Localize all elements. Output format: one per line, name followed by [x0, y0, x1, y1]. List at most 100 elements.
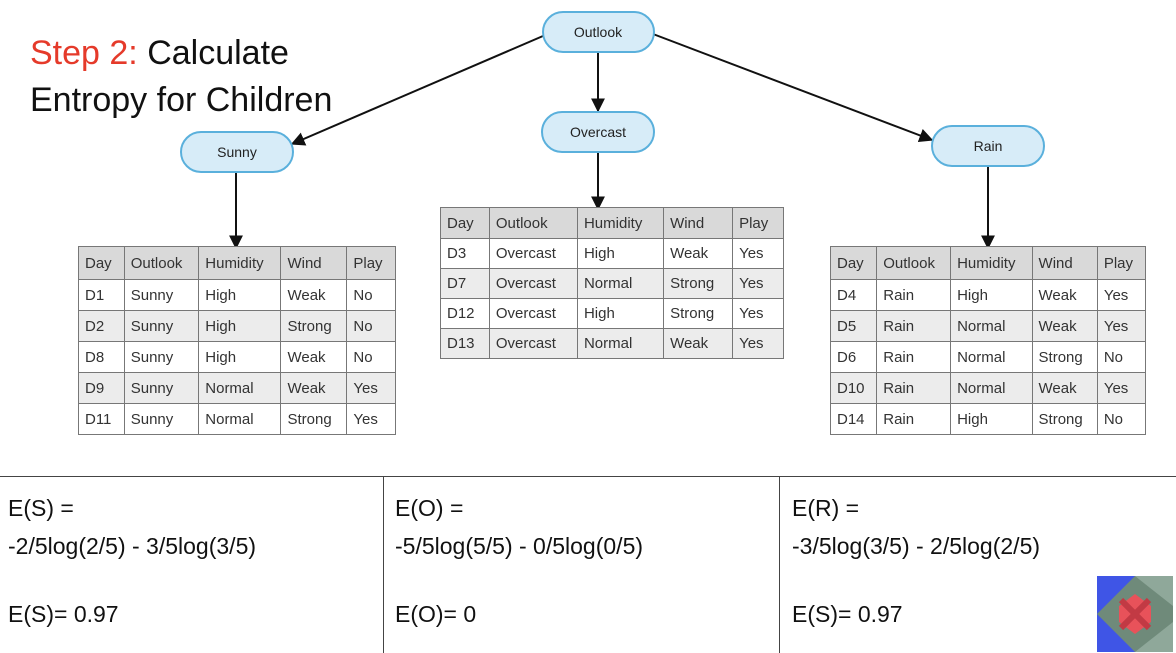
cell: D14: [829, 403, 878, 435]
cell: D12: [440, 298, 490, 329]
table-row: D1 Sunny High Weak No: [78, 279, 396, 311]
cell: Yes: [346, 372, 396, 404]
cell: Strong: [280, 310, 348, 342]
node-outlook-label: Outlook: [574, 24, 623, 40]
table-row: D13 Overcast Normal Weak Yes: [440, 328, 784, 359]
header-play: Play: [732, 207, 784, 239]
header-outlook: Outlook: [876, 246, 952, 280]
cell: D4: [829, 279, 878, 311]
cell: Overcast: [488, 268, 578, 299]
edge-outlook-sunny: [290, 35, 544, 146]
cell: Yes: [346, 403, 396, 435]
node-overcast: Overcast: [541, 111, 655, 153]
cell: High: [198, 341, 282, 373]
cell: Sunny: [123, 372, 200, 404]
cell: Rain: [876, 403, 952, 435]
cell: No: [1096, 341, 1147, 373]
node-rain-label: Rain: [974, 138, 1003, 154]
table-row: D9 Sunny Normal Weak Yes: [78, 372, 396, 404]
cell: Overcast: [488, 298, 578, 329]
title-line2: Entropy for Children: [30, 81, 333, 119]
cell: No: [1096, 403, 1147, 435]
cell: Yes: [1096, 310, 1147, 342]
formula-overcast: E(O) = -5/5log(5/5) - 0/5log(0/5) E(O)= …: [383, 477, 780, 653]
cell: Weak: [1031, 372, 1098, 404]
header-day: Day: [440, 207, 490, 239]
cell: Weak: [280, 372, 348, 404]
header-wind: Wind: [663, 207, 734, 239]
formula-overcast-result: E(O)= 0: [395, 601, 477, 627]
header-outlook: Outlook: [123, 246, 200, 280]
table-header-row: Day Outlook Humidity Wind Play: [829, 246, 1147, 280]
cell: Weak: [280, 279, 348, 311]
cell: No: [346, 310, 396, 342]
cell: D7: [440, 268, 490, 299]
node-outlook: Outlook: [542, 11, 655, 53]
formula-rain-label: E(R) =: [792, 495, 860, 521]
node-overcast-label: Overcast: [570, 124, 626, 140]
cell: Normal: [576, 328, 665, 359]
formula-rain-result: E(S)= 0.97: [792, 601, 903, 627]
table-row: D12 Overcast High Strong Yes: [440, 298, 784, 329]
cell: Weak: [663, 238, 734, 269]
cell: Weak: [1031, 310, 1098, 342]
cell: D9: [78, 372, 125, 404]
header-play: Play: [346, 246, 396, 280]
cell: D10: [829, 372, 878, 404]
rain-table: Day Outlook Humidity Wind Play D4 Rain H…: [829, 246, 1147, 435]
cell: Normal: [950, 310, 1033, 342]
cell: Sunny: [123, 279, 200, 311]
formula-sunny-expr: -2/5log(2/5) - 3/5log(3/5): [8, 533, 257, 559]
table-row: D10 Rain Normal Weak Yes: [829, 372, 1147, 404]
cell: D3: [440, 238, 490, 269]
header-humidity: Humidity: [950, 246, 1033, 280]
formula-sunny-label: E(S) =: [8, 495, 74, 521]
cell: Overcast: [488, 328, 578, 359]
cell: Weak: [1031, 279, 1098, 311]
cell: Rain: [876, 341, 952, 373]
cell: D1: [78, 279, 125, 311]
table-header-row: Day Outlook Humidity Wind Play: [440, 207, 784, 239]
cell: High: [950, 403, 1033, 435]
cell: Strong: [1031, 403, 1098, 435]
formula-sunny: E(S) = -2/5log(2/5) - 3/5log(3/5) E(S)= …: [0, 477, 383, 653]
table-row: D14 Rain High Strong No: [829, 403, 1147, 435]
cell: Overcast: [488, 238, 578, 269]
cell: Yes: [1096, 279, 1147, 311]
cell: D8: [78, 341, 125, 373]
cell: No: [346, 279, 396, 311]
formula-rain: E(R) = -3/5log(3/5) - 2/5log(2/5) E(S)= …: [779, 477, 1176, 653]
cell: Sunny: [123, 403, 200, 435]
formula-rain-expr: -3/5log(3/5) - 2/5log(2/5): [792, 533, 1041, 559]
cell: Rain: [876, 310, 952, 342]
cell: Strong: [280, 403, 348, 435]
table-row: D7 Overcast Normal Strong Yes: [440, 268, 784, 299]
overcast-table: Day Outlook Humidity Wind Play D3 Overca…: [440, 207, 784, 359]
cell: Yes: [1096, 372, 1147, 404]
table-row: D2 Sunny High Strong No: [78, 310, 396, 342]
cell: Normal: [198, 403, 282, 435]
header-day: Day: [78, 246, 125, 280]
table-row: D8 Sunny High Weak No: [78, 341, 396, 373]
cell: No: [346, 341, 396, 373]
table-row: D3 Overcast High Weak Yes: [440, 238, 784, 269]
formula-overcast-expr: -5/5log(5/5) - 0/5log(0/5): [395, 533, 644, 559]
formula-overcast-label: E(O) =: [395, 495, 464, 521]
cell: D11: [78, 403, 125, 435]
cell: Weak: [663, 328, 734, 359]
table-row: D4 Rain High Weak Yes: [829, 279, 1147, 311]
logo-icon: [1097, 576, 1173, 652]
title-line1: Calculate: [137, 34, 289, 72]
title-step: Step 2:: [30, 34, 138, 72]
cell: Yes: [732, 328, 784, 359]
formula-sunny-result: E(S)= 0.97: [8, 601, 119, 627]
node-rain: Rain: [931, 125, 1045, 167]
table-row: D6 Rain Normal Strong No: [829, 341, 1147, 373]
table-row: D5 Rain Normal Weak Yes: [829, 310, 1147, 342]
cell: Normal: [198, 372, 282, 404]
table-header-row: Day Outlook Humidity Wind Play: [78, 246, 396, 280]
cell: High: [198, 279, 282, 311]
cell: D5: [829, 310, 878, 342]
node-sunny: Sunny: [180, 131, 294, 173]
cell: D2: [78, 310, 125, 342]
